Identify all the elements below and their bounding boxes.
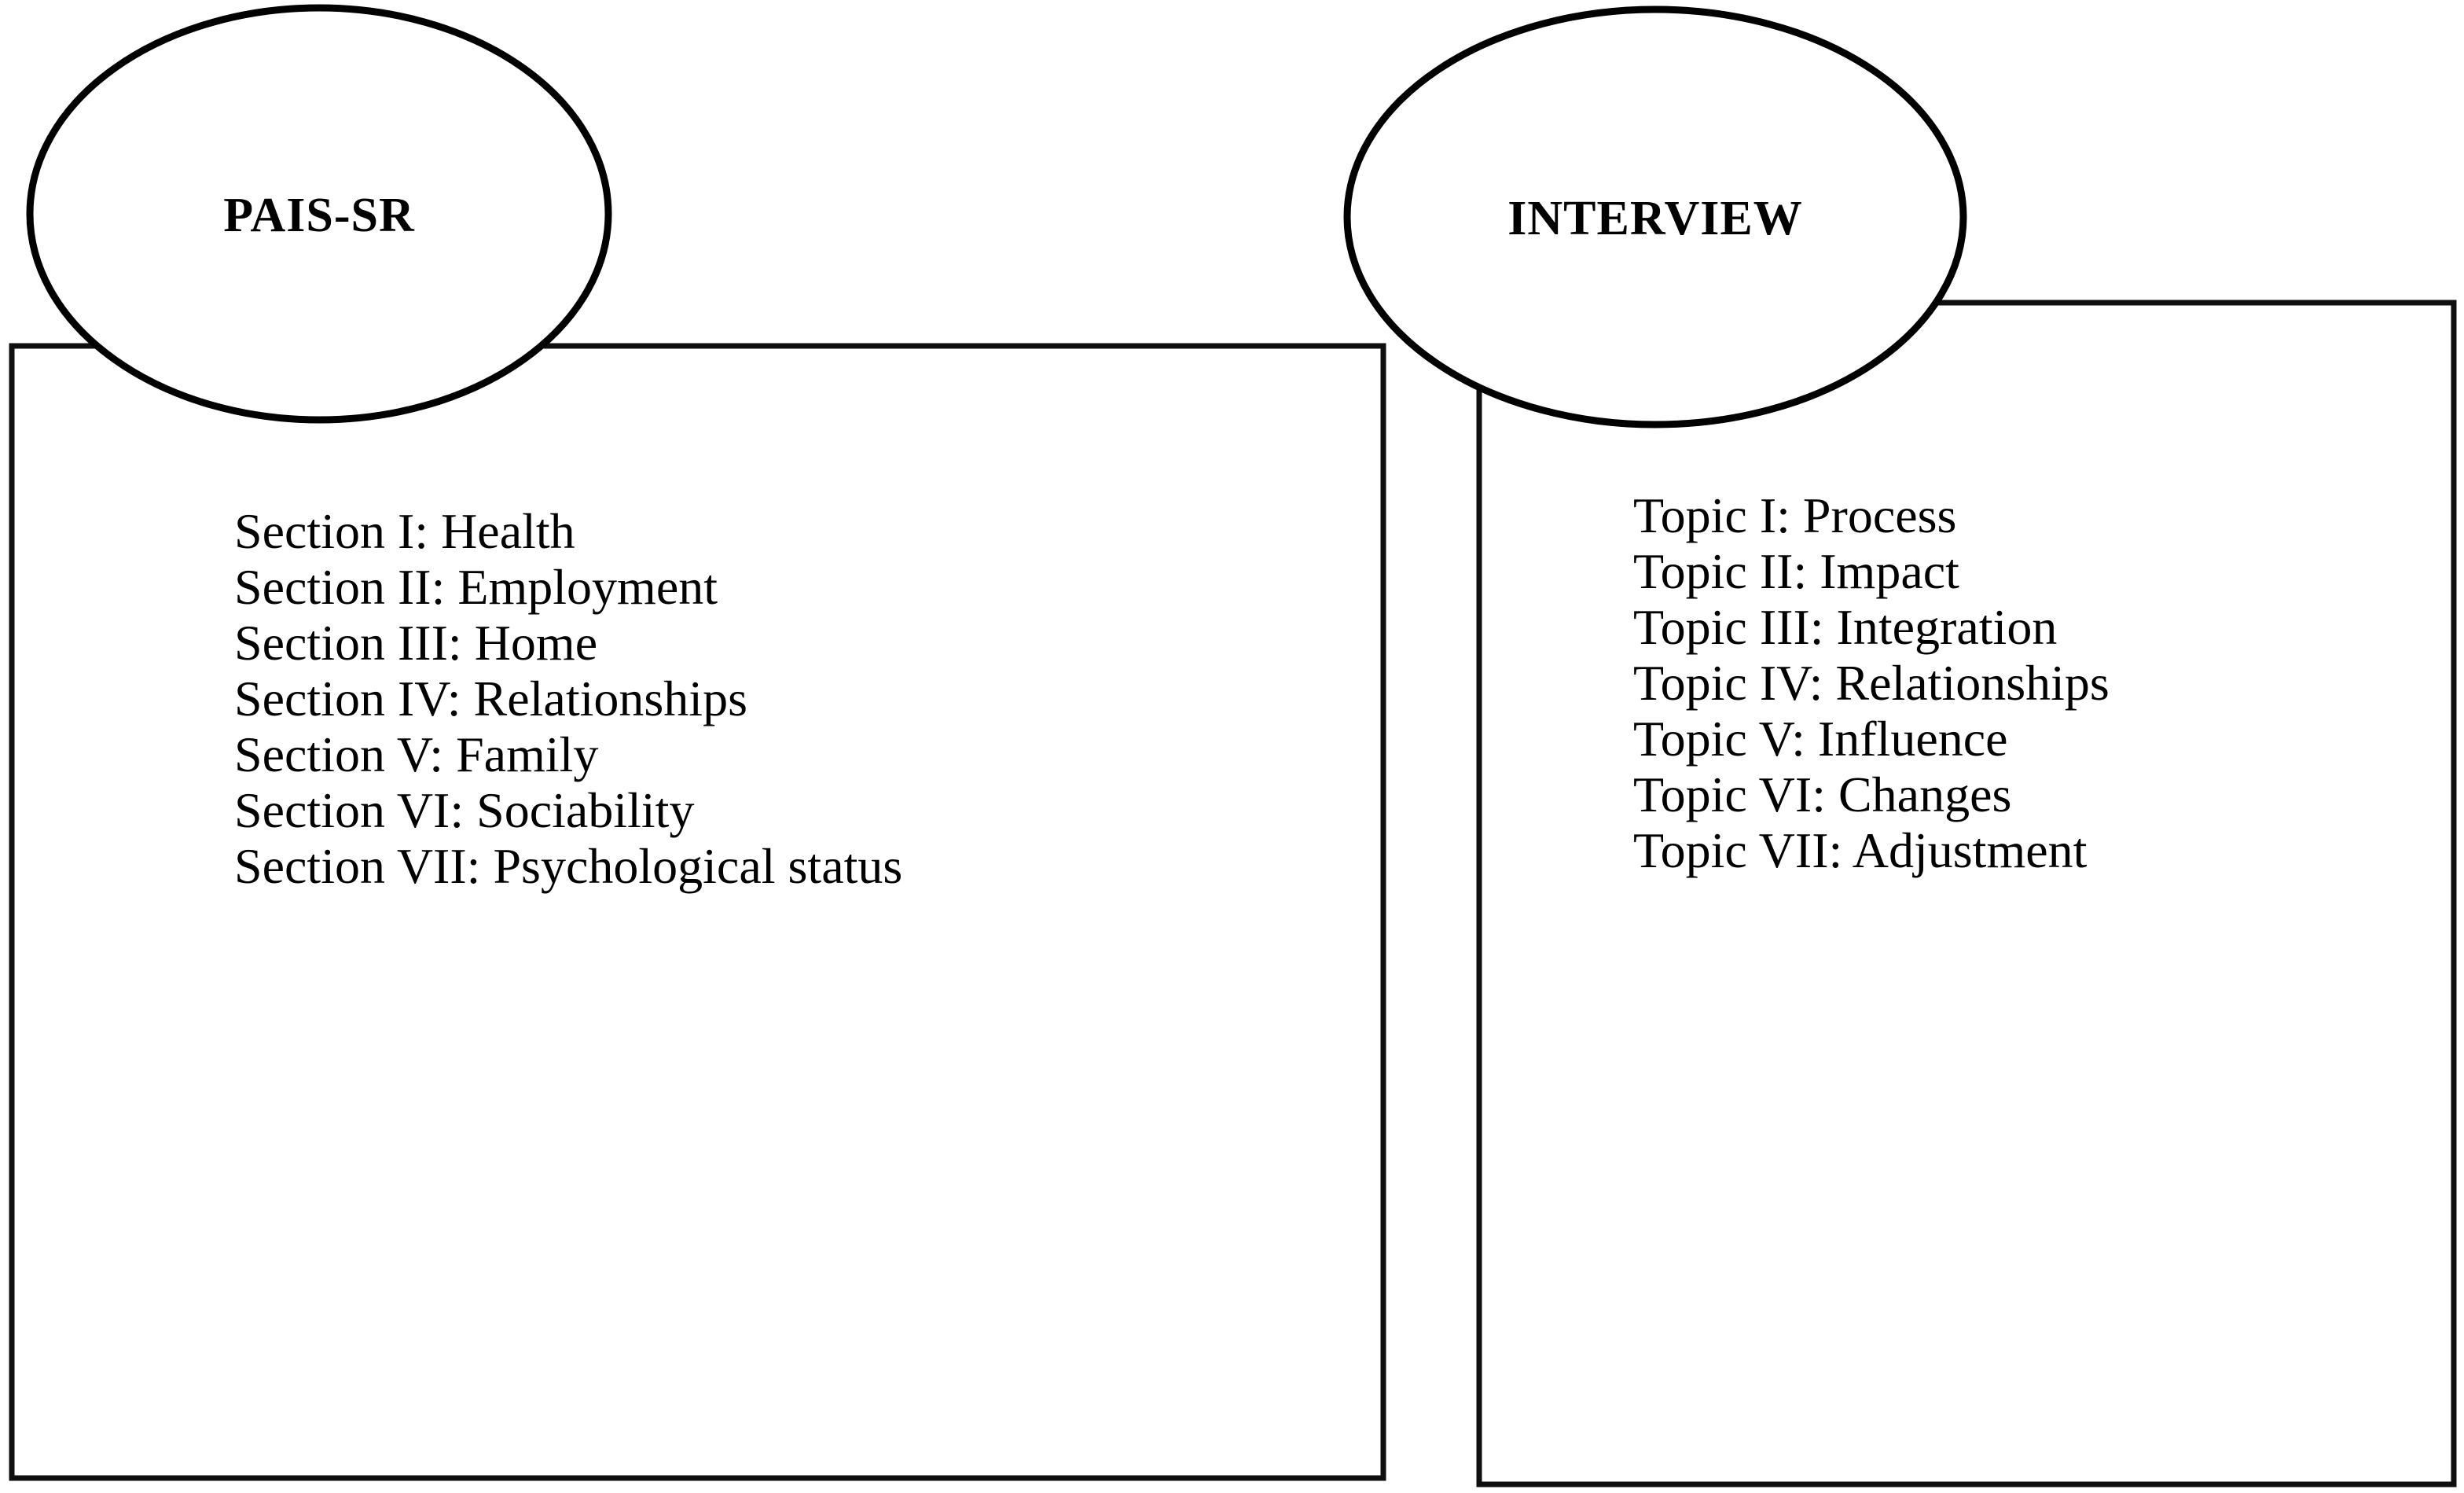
interview-title: INTERVIEW bbox=[1507, 192, 1802, 245]
interview-ellipse bbox=[1343, 6, 1967, 428]
interview-topic-list: Topic I: Process Topic II: Impact Topic … bbox=[1633, 487, 2110, 878]
list-item: Section VI: Sociability bbox=[234, 782, 695, 838]
list-item: Section III: Home bbox=[234, 615, 598, 671]
list-item: Section V: Family bbox=[234, 726, 599, 782]
list-item: Section II: Employment bbox=[234, 559, 718, 615]
list-item: Topic VII: Adjustment bbox=[1633, 822, 2088, 878]
list-item: Section I: Health bbox=[234, 503, 575, 559]
list-item: Section VII: Psychological status bbox=[234, 838, 903, 894]
list-item: Topic IV: Relationships bbox=[1633, 655, 2110, 711]
interview-box bbox=[1476, 300, 2457, 1487]
list-item: Topic V: Influence bbox=[1633, 711, 2008, 767]
pais-sr-title: PAIS-SR bbox=[223, 189, 415, 242]
pais-sr-box bbox=[9, 343, 1386, 1481]
list-item: Topic VI: Changes bbox=[1633, 767, 2012, 822]
list-item: Topic I: Process bbox=[1633, 487, 1957, 543]
list-item: Section IV: Relationships bbox=[234, 671, 747, 726]
pais-sr-section-list: Section I: Health Section II: Employment… bbox=[234, 503, 902, 894]
pais-sr-ellipse bbox=[26, 4, 612, 424]
list-item: Topic II: Impact bbox=[1633, 543, 1959, 599]
list-item: Topic III: Integration bbox=[1633, 599, 2058, 655]
